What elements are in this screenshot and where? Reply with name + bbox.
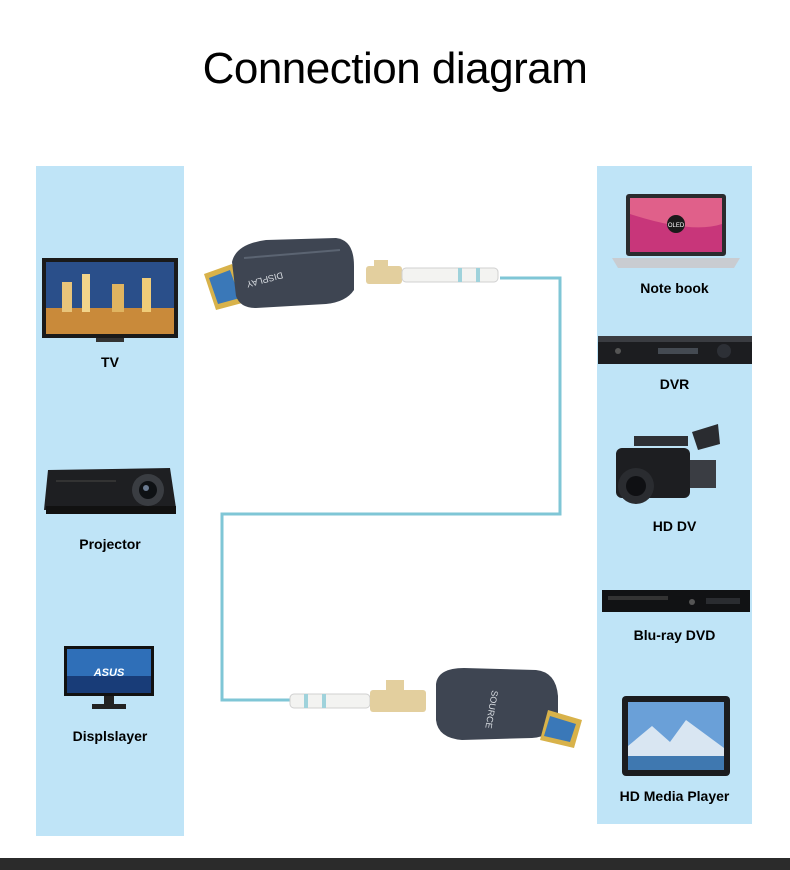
monitor-icon: ASUS (64, 646, 154, 709)
page-title: Connection diagram (202, 44, 588, 93)
dvr-icon (598, 336, 752, 364)
bluray-player-icon (602, 590, 750, 612)
tablet-icon (622, 696, 730, 776)
hdmi-display-adapter: DISPLAY (204, 238, 499, 310)
device-label-monitor: Displslayer (72, 728, 148, 744)
projector-icon (44, 468, 176, 514)
camcorder-icon (616, 424, 720, 504)
device-label-hddv: HD DV (652, 518, 697, 534)
device-label-tv: TV (101, 354, 119, 370)
device-label-bluray: Blu-ray DVD (633, 627, 716, 643)
device-label-media-player: HD Media Player (619, 788, 730, 804)
laptop-badge: OLED (668, 223, 685, 229)
hdmi-source-adapter: SOURCE (289, 668, 582, 748)
monitor-brand: ASUS (93, 667, 125, 679)
device-label-dvr: DVR (659, 376, 690, 392)
bottom-edge (0, 858, 790, 870)
laptop-icon: OLED (612, 194, 740, 268)
device-label-notebook: Note book (640, 280, 709, 296)
tv-icon (42, 258, 178, 342)
device-label-projector: Projector (79, 536, 141, 552)
